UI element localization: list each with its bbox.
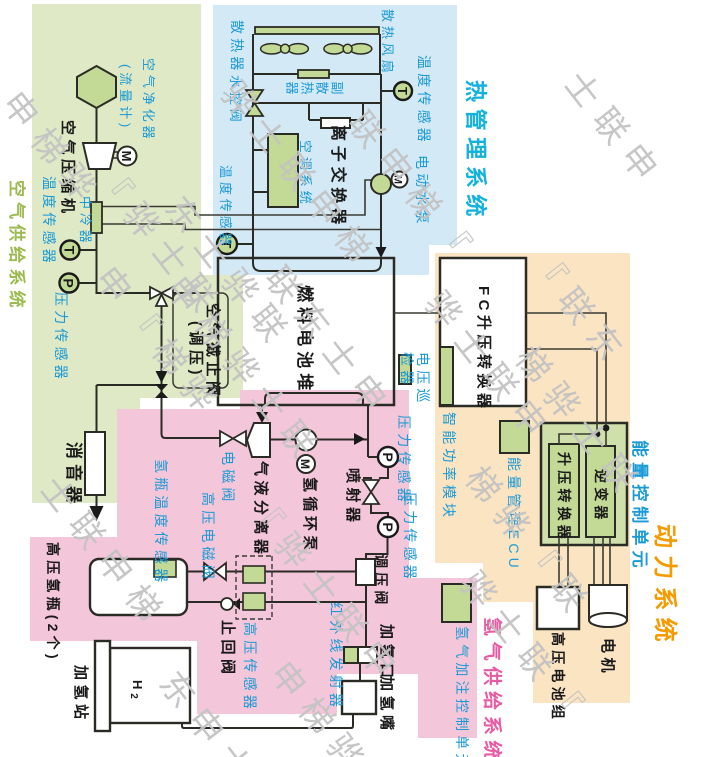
svg-text:P: P <box>61 278 77 287</box>
svg-text:M: M <box>298 459 312 469</box>
svg-text:P: P <box>380 452 396 461</box>
svg-text:M: M <box>119 151 134 162</box>
svg-text:P: P <box>380 522 396 531</box>
svg-text:T: T <box>395 87 410 95</box>
svg-text:T: T <box>62 246 78 255</box>
svg-text:M: M <box>392 175 404 184</box>
svg-text:T: T <box>219 240 235 249</box>
